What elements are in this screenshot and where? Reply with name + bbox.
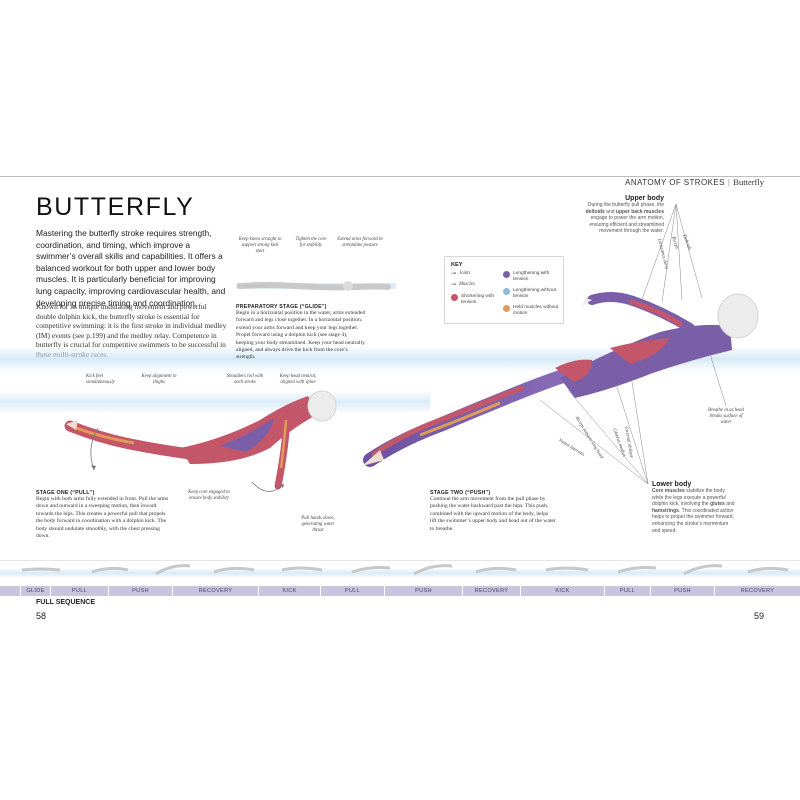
header-rule bbox=[0, 176, 800, 177]
key-joints: ⊸Joints bbox=[451, 271, 471, 277]
sequence-strip bbox=[0, 586, 800, 596]
callout-head: Keep head neutral, aligned with spine bbox=[279, 374, 317, 385]
lengthening-swatch bbox=[503, 271, 510, 278]
sequence-step: PULL bbox=[320, 586, 384, 596]
sequence-step: RECOVERY bbox=[462, 586, 520, 596]
sequence-water bbox=[0, 568, 800, 578]
sequence-step: PUSH bbox=[108, 586, 172, 596]
kick-arrow bbox=[90, 427, 99, 471]
sequence-step: KICK bbox=[258, 586, 320, 596]
subsection-name: Butterfly bbox=[733, 177, 764, 187]
callout-arms: Extend arms forward to streamline postur… bbox=[337, 237, 383, 248]
held-swatch bbox=[503, 305, 510, 312]
lower-body-heading: Lower body bbox=[652, 481, 692, 488]
sequence-step: KICK bbox=[520, 586, 604, 596]
section-separator: | bbox=[727, 178, 731, 187]
upper-body-heading: Upper body bbox=[625, 195, 664, 202]
key-shortening: Shortening with tension bbox=[451, 294, 497, 306]
preparatory-text: Begin in a horizontal position in the wa… bbox=[236, 310, 366, 361]
glide-swimmer-illustration bbox=[236, 281, 396, 291]
pull-swimmer-illustration bbox=[64, 390, 337, 490]
page-title: BUTTERFLY bbox=[36, 193, 195, 221]
page-number-left: 58 bbox=[36, 611, 47, 621]
callout-knees: Keep knees straight to support strong ki… bbox=[238, 237, 282, 254]
page-number-right: 59 bbox=[753, 611, 764, 621]
lower-body-note: Lower body Core muscles stabilize the bo… bbox=[652, 481, 736, 534]
joint-symbol-icon: ⊸ bbox=[451, 271, 457, 277]
upper-body-text: During the butterfly pull phase, the del… bbox=[585, 202, 664, 235]
sequence-step: PUSH bbox=[650, 586, 714, 596]
sequence-label: FULL SEQUENCE bbox=[36, 599, 95, 606]
callout-shoulders: Shoulders roll with each stroke bbox=[226, 374, 264, 385]
key-held: Held muscles without motion bbox=[503, 305, 559, 317]
stage-one: STAGE ONE (“PULL”) Begin with both arms … bbox=[36, 490, 172, 540]
sequence-divider bbox=[0, 560, 800, 561]
section-tag: ANATOMY OF STROKES|Butterfly bbox=[625, 177, 764, 187]
muscle-symbol-icon: ⊸ bbox=[451, 282, 457, 288]
sequence-step: PULL bbox=[604, 586, 650, 596]
upper-body-note: Upper body During the butterfly pull pha… bbox=[584, 195, 664, 235]
push-swimmer-illustration bbox=[362, 292, 759, 467]
callout-core-stage1: Keep core engaged to ensure body stabili… bbox=[188, 490, 230, 501]
shortening-swatch bbox=[451, 294, 458, 301]
key-lengthening-no-tension: Lengthening without tension bbox=[503, 288, 559, 300]
lengthening-no-tension-swatch bbox=[503, 288, 510, 295]
sequence-step: RECOVERY bbox=[714, 586, 800, 596]
lower-body-text: Core muscles stabilize the body while th… bbox=[652, 488, 735, 534]
sequence-step: PUSH bbox=[384, 586, 462, 596]
lower-leader-lines bbox=[539, 381, 649, 485]
section-name: ANATOMY OF STROKES bbox=[625, 178, 725, 187]
key-title: KEY bbox=[451, 262, 463, 268]
upper-leader-lines bbox=[639, 203, 703, 306]
key-lengthening: Lengthening with tension bbox=[503, 271, 555, 283]
preparatory-stage: PREPARATORY STAGE (“GLIDE”) Begin in a h… bbox=[236, 304, 366, 362]
sequence-step: PULL bbox=[50, 586, 108, 596]
key-muscles: ⊸Muscles bbox=[451, 282, 475, 288]
stage-one-text: Begin with both arms fully extended in f… bbox=[36, 496, 169, 540]
intro-paragraph: Mastering the butterfly stroke requires … bbox=[36, 228, 226, 308]
callout-core-glide: Tighten the core for stability bbox=[295, 237, 327, 248]
callout-pull: Pull hands down, generating water thrust bbox=[301, 516, 335, 533]
stage-two-heading: STAGE TWO (“PUSH”) bbox=[430, 490, 491, 496]
pull-arrow bbox=[251, 481, 285, 492]
stage-two: STAGE TWO (“PUSH”) Continue the arm move… bbox=[430, 490, 556, 533]
callout-kick: Kick feet simultaneously bbox=[86, 374, 115, 385]
stage-one-heading: STAGE ONE (“PULL”) bbox=[36, 490, 95, 496]
preparatory-heading: PREPARATORY STAGE (“GLIDE”) bbox=[236, 304, 327, 310]
callout-breathe: Breathe in as head breaks surface of wat… bbox=[708, 408, 744, 425]
callout-thighs: Keep alignment in thighs bbox=[141, 374, 177, 385]
breathe-leader bbox=[709, 353, 727, 407]
water-band-stage-one bbox=[0, 390, 430, 414]
stage-two-text: Continue the arm movement from the pull … bbox=[430, 496, 556, 532]
sequence-step: RECOVERY bbox=[172, 586, 258, 596]
sequence-step: GLIDE bbox=[20, 586, 50, 596]
key-legend: KEY ⊸Joints ⊸Muscles Shortening with ten… bbox=[444, 256, 564, 324]
sequence-swimmers bbox=[21, 564, 789, 576]
